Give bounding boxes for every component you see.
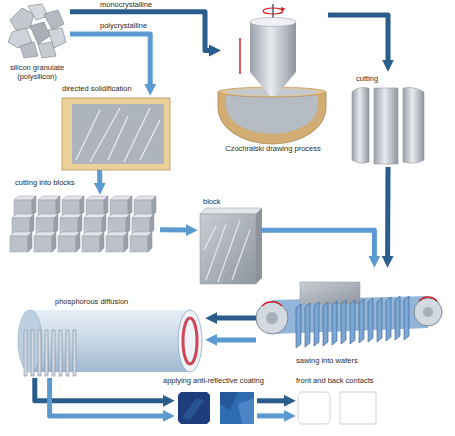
diffusion-furnace-image	[18, 310, 202, 376]
blocks-image	[10, 196, 156, 252]
coated-wafers-image	[178, 392, 254, 424]
flow-arrow	[257, 413, 285, 418]
cut-ingot-image	[352, 88, 424, 165]
stage-label: sawing into wafers	[296, 356, 406, 365]
flow-arrow	[97, 170, 102, 184]
czochralski-image	[218, 4, 326, 144]
stage-box: cutting into blocks	[10, 195, 160, 255]
stage-box: Czochralski drawing process	[218, 10, 328, 160]
stage-label: block	[203, 197, 243, 206]
stage-label: cutting into blocks	[15, 178, 95, 187]
stage-box: directed solidification	[60, 96, 170, 170]
stage-box: front and back contacts	[296, 390, 386, 426]
flow-arrow	[262, 230, 374, 257]
contact-wafers-image	[298, 392, 376, 424]
stage-box: phosphorous diffusion	[20, 310, 205, 378]
stage-box: cutting	[348, 72, 428, 167]
crucible-image	[62, 98, 170, 170]
stage-label: applying anti-reflective coating	[163, 376, 283, 385]
stage-box: silicon granulate (polysilicon)	[5, 5, 70, 90]
arrow-label: monocrystalline	[100, 0, 152, 9]
wire-saw-image	[256, 282, 442, 348]
flow-arrow	[328, 15, 388, 61]
stage-label: silicon granulate (polysilicon)	[7, 63, 67, 81]
flow-arrow	[385, 167, 390, 257]
stage-label: directed solidification	[62, 84, 146, 93]
flow-arrow	[70, 34, 150, 85]
flow-arrow	[50, 378, 164, 416]
stage-box: block	[198, 210, 262, 285]
stage-label: phosphorous diffusion	[55, 297, 175, 306]
block-image	[200, 208, 262, 284]
stage-label: front and back contacts	[296, 376, 406, 385]
stage-box: sawing into wafers	[256, 268, 444, 368]
flow-arrow	[70, 12, 210, 51]
stage-label: cutting	[356, 74, 396, 83]
stage-box: applying anti-reflective coating	[175, 390, 257, 426]
flow-arrow	[35, 378, 164, 401]
stage-label: Czochralski drawing process	[218, 144, 328, 153]
flow-arrow	[160, 227, 187, 232]
flow-arrow	[216, 337, 256, 342]
flow-arrow	[257, 398, 285, 403]
arrow-label: polycrystalline	[100, 21, 147, 30]
granulate-image	[8, 4, 66, 58]
flow-arrow	[216, 316, 256, 321]
